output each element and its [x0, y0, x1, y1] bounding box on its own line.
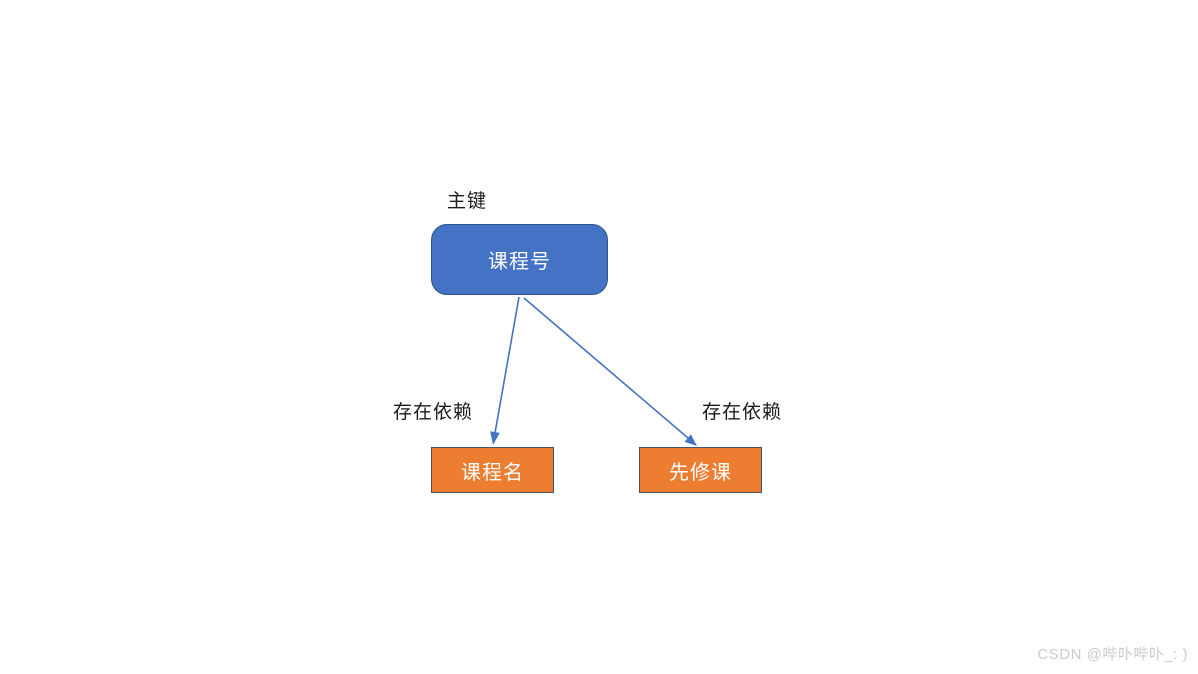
node-course-name-label: 课程名 — [461, 461, 524, 484]
primary-key-label: 主键 — [447, 191, 488, 212]
arrow-head-right — [684, 434, 697, 446]
arrow-head-left — [490, 431, 500, 445]
node-prerequisite-course: 先修课 — [639, 447, 762, 493]
arrow-line-left — [494, 296, 520, 434]
node-course-number-label: 课程号 — [488, 251, 551, 273]
arrow-line-right — [523, 297, 689, 439]
node-course-name: 课程名 — [431, 447, 554, 493]
dependency-label-left: 存在依赖 — [393, 402, 474, 423]
node-course-number: 课程号 — [431, 224, 608, 295]
dependency-label-right: 存在依赖 — [702, 402, 783, 423]
csdn-watermark: CSDN @哔卟哔卟_: ) — [1037, 646, 1188, 663]
node-prerequisite-course-label: 先修课 — [669, 461, 732, 484]
